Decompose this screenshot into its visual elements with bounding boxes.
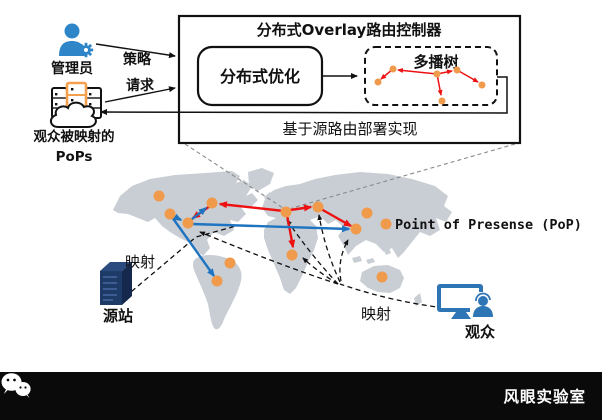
continent-north-america xyxy=(113,171,258,256)
island-japan xyxy=(370,203,383,222)
magnifier-line-left xyxy=(184,143,284,209)
red-route-ne-europe-china xyxy=(320,207,353,228)
admin-icon xyxy=(59,23,94,58)
multicast-tree-graph xyxy=(374,65,486,105)
multicast-tree-node xyxy=(438,97,446,105)
continent-greenland xyxy=(248,168,274,191)
multicast-tree-edge xyxy=(397,68,438,75)
pop-dot-japan xyxy=(361,207,373,219)
island-uk xyxy=(264,192,273,202)
multicast-tree-label: 多播树 xyxy=(413,53,458,71)
pop-dot-australia xyxy=(376,271,388,283)
viewer-mapping-curve-china xyxy=(339,239,349,282)
red-route-europe-africa xyxy=(285,214,296,249)
footer-bar: 风眼实验室 xyxy=(0,372,602,420)
admin-label: 管理员 xyxy=(51,60,93,77)
blue-route-west-us-south-america xyxy=(171,216,215,278)
request-label: 请求 xyxy=(126,77,155,94)
blue-route-east-us-canada xyxy=(190,207,208,221)
deploy-to-pops-arrow xyxy=(100,76,508,116)
pop-dot-africa xyxy=(286,249,298,261)
pop-dot-ne-europe xyxy=(312,201,324,213)
gear-icon xyxy=(78,42,94,58)
multicast-tree-node xyxy=(374,78,382,86)
mapping-label-left: 映射 xyxy=(125,253,155,271)
pops-caption-line1: 观众被映射的 xyxy=(34,128,115,145)
pop-dot-east-us xyxy=(182,217,194,229)
mapping-label-right: 映射 xyxy=(361,305,391,323)
pop-dot-alaska xyxy=(153,190,165,202)
red-route-europe-ne-europe xyxy=(289,204,313,212)
pop-dots xyxy=(153,190,388,287)
pop-dot-south-america xyxy=(211,275,223,287)
magnifier-lines xyxy=(184,143,516,209)
pop-dot-china xyxy=(350,223,362,235)
island-new-zealand xyxy=(414,293,422,306)
architecture-diagram-svg: Point of Presense (PoP) 分布式Overlay路由控制器 … xyxy=(34,14,582,341)
deployment-label: 基于源路由部署实现 xyxy=(282,120,417,138)
origin-label: 源站 xyxy=(103,307,133,325)
policy-arrow xyxy=(95,43,176,59)
multicast-tree-node xyxy=(453,66,461,74)
viewer-icon xyxy=(437,284,496,319)
policy-label: 策略 xyxy=(122,51,152,68)
legend-dot xyxy=(380,218,392,230)
blue-route-east-us-china xyxy=(191,222,351,233)
origin-mapping-line xyxy=(124,225,237,298)
pops-icon xyxy=(50,81,102,128)
request-arrow xyxy=(104,86,176,103)
multicast-tree-node xyxy=(389,65,397,73)
multicast-tree-edge xyxy=(456,69,479,83)
multicast-tree-box xyxy=(364,46,498,106)
island-indonesia-2 xyxy=(366,258,375,264)
pop-dot-south-america-north xyxy=(224,257,236,269)
origin-server-icon xyxy=(100,262,132,305)
multicast-tree-node xyxy=(478,81,486,89)
controller-title: 分布式Overlay路由控制器 xyxy=(257,21,443,39)
footer-brand: 风眼实验室 xyxy=(503,388,586,406)
viewer-mapping-curve-east-us xyxy=(199,231,339,285)
island-philippines xyxy=(384,248,391,255)
magnifier-line-right xyxy=(291,143,516,209)
continent-south-america xyxy=(193,255,242,330)
multicast-tree-node xyxy=(433,70,441,78)
pop-dot-ne-canada xyxy=(206,197,218,209)
pop-dot-west-us xyxy=(164,208,176,220)
red-route-europe-canada xyxy=(218,201,285,213)
optimizer-label: 分布式优化 xyxy=(220,67,300,86)
continent-eurasia xyxy=(262,172,452,258)
viewer-label: 观众 xyxy=(465,323,495,341)
viewer-mapping-curve-africa xyxy=(302,257,339,285)
pop-dot-europe xyxy=(280,206,292,218)
viewer-mapping-curve-ne-europe xyxy=(317,214,341,283)
island-indonesia-1 xyxy=(352,256,362,263)
multicast-tree-edge xyxy=(436,73,443,96)
pops-caption-line2: PoPs xyxy=(56,149,93,165)
wechat-logo-icon xyxy=(1,373,31,398)
world-map xyxy=(113,168,452,330)
legend-label: Point of Presense (PoP) xyxy=(395,217,582,233)
cloud-icon xyxy=(50,101,97,128)
